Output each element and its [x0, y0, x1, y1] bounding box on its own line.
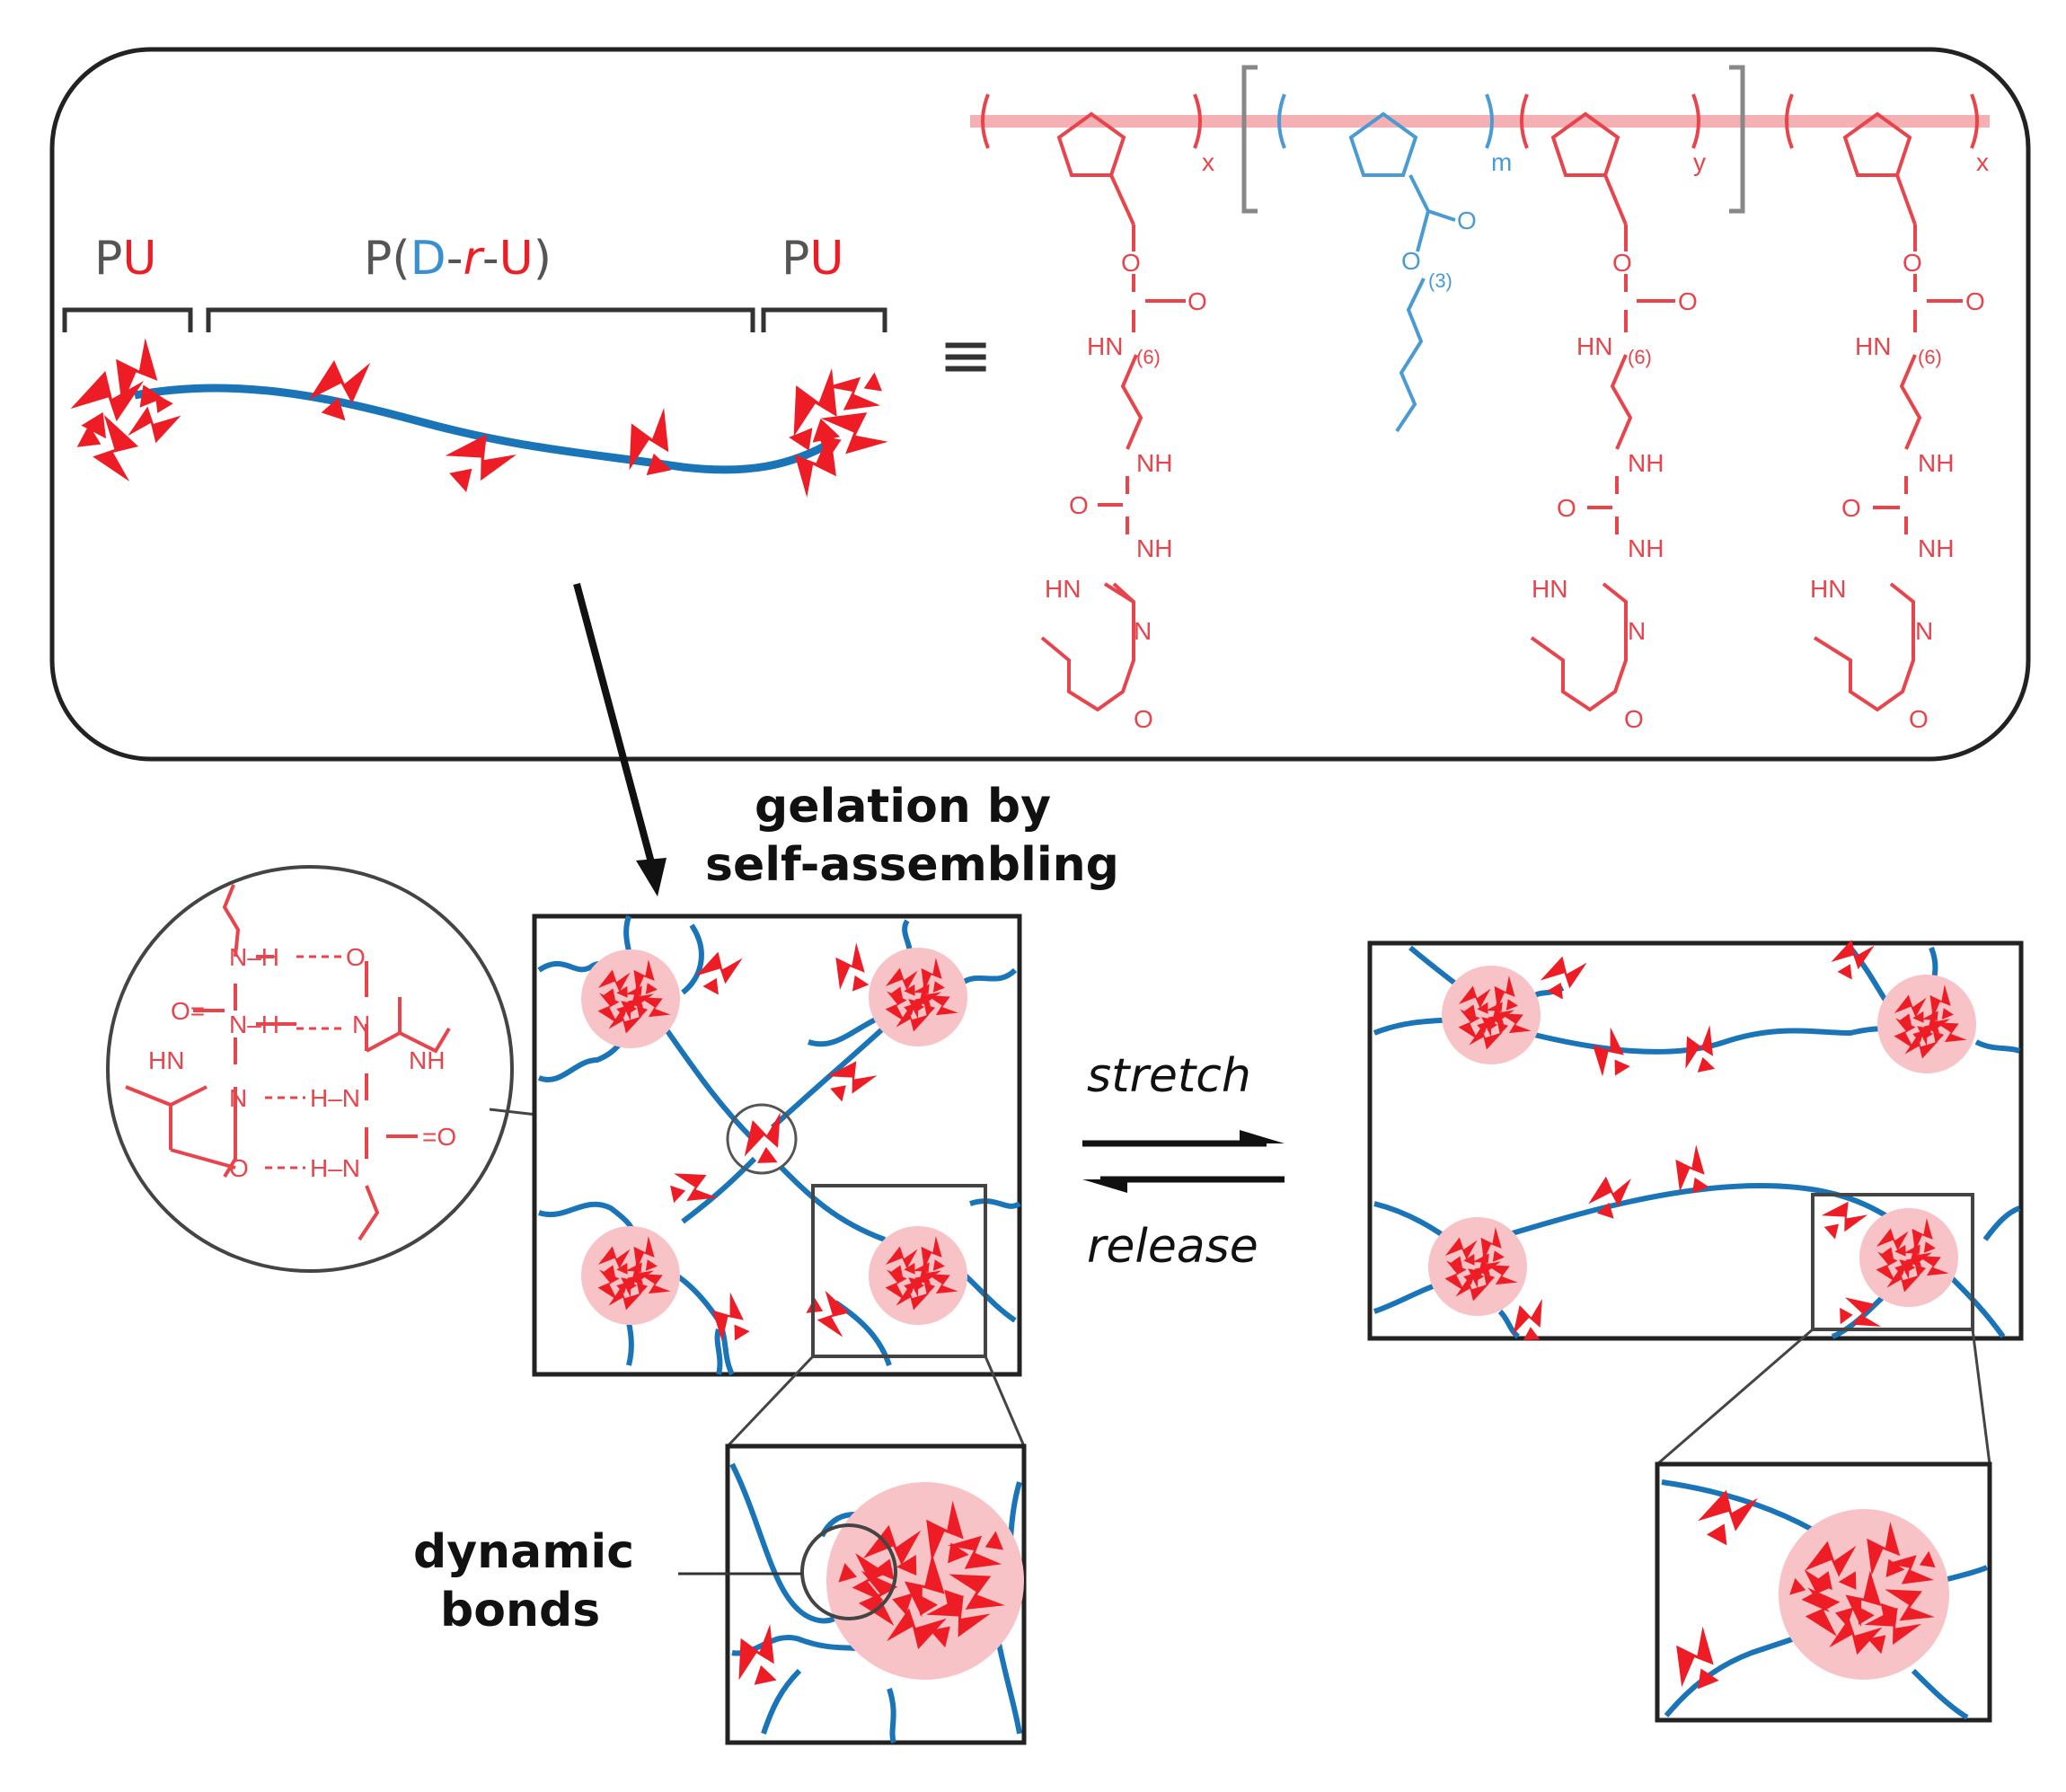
svg-text:O: O: [346, 943, 366, 971]
svg-text:m: m: [1491, 148, 1512, 176]
bracket-pu-right: [761, 307, 887, 332]
gelation-label-line2: self-assembling: [705, 838, 1119, 892]
stretched-network: [1367, 933, 2024, 1345]
svg-text:O: O: [1457, 207, 1477, 234]
svg-text:NH: NH: [1628, 534, 1664, 562]
svg-text:N: N: [1134, 617, 1152, 645]
svg-text:O: O: [1965, 287, 1985, 315]
chain-motif-1: [306, 353, 371, 424]
svg-text:x: x: [1202, 148, 1214, 176]
svg-text:N–H: N–H: [229, 943, 279, 971]
svg-text:HN: HN: [1855, 332, 1891, 360]
svg-text:O: O: [1909, 705, 1929, 733]
stretch-label: stretch: [1087, 1049, 1251, 1103]
polymer-chain: [134, 384, 838, 474]
gelation-label-line1: gelation by: [755, 780, 1051, 834]
svg-text:=O: =O: [422, 1123, 456, 1151]
svg-text:N: N: [229, 1084, 247, 1112]
top-panel-frame: [49, 47, 2031, 762]
svg-text:O: O: [1612, 249, 1632, 277]
svg-text:O: O: [1134, 705, 1153, 733]
svg-text:O: O: [1557, 494, 1576, 522]
svg-text:H–N: H–N: [310, 1154, 360, 1182]
svg-text:N: N: [1628, 617, 1646, 645]
svg-text:O: O: [1624, 705, 1644, 733]
svg-text:NH: NH: [1136, 534, 1172, 562]
dynamic-label-line2: bonds: [440, 1584, 600, 1638]
svg-text:O: O: [1678, 287, 1698, 315]
svg-text:O: O: [1841, 494, 1861, 522]
svg-text:H–N: H–N: [310, 1084, 360, 1112]
dynamic-label-line1: dynamic: [413, 1525, 634, 1579]
equivalence-symbol: ≡: [939, 317, 993, 393]
stretch-arrow: [1082, 1130, 1285, 1147]
svg-text:NH: NH: [1918, 449, 1954, 477]
svg-text:O: O: [1121, 249, 1141, 277]
svg-text:N–H: N–H: [229, 1011, 279, 1038]
zoom-inset-relaxed: [724, 1443, 1027, 1745]
svg-text:NH: NH: [1136, 449, 1172, 477]
svg-text:(6): (6): [1628, 346, 1652, 368]
chain-motif-3: [613, 407, 685, 484]
svg-text:(3): (3): [1428, 269, 1452, 292]
svg-text:(6): (6): [1136, 346, 1161, 368]
svg-text:y: y: [1693, 148, 1706, 176]
zoom-inset-stretched: [1655, 1461, 1992, 1723]
pu-left-label: PU: [94, 232, 156, 286]
hbond-inset: N–H O O= N–H N HN NH N H–N =O O H–N: [106, 865, 514, 1273]
bracket-pu-left: [62, 307, 193, 332]
svg-text:HN: HN: [1810, 575, 1846, 603]
gelation-arrow: [573, 582, 667, 896]
svg-text:NH: NH: [1628, 449, 1664, 477]
svg-text:NH: NH: [1918, 534, 1954, 562]
end-cluster-left: [65, 338, 185, 482]
svg-text:O=: O=: [171, 997, 205, 1025]
zoom-line-right-a: [1656, 1328, 1814, 1466]
svg-text:HN: HN: [1532, 575, 1567, 603]
zoom-line-left-b: [984, 1355, 1026, 1447]
zoom-line-right-b: [1971, 1329, 1991, 1465]
bracket-middle: [206, 307, 755, 332]
end-cluster-right: [776, 362, 891, 498]
svg-text:O: O: [1903, 249, 1922, 277]
chemical-structure: x O O HN (6) NH O NH HN N O m O O (3): [970, 65, 1990, 733]
svg-text:O: O: [1188, 287, 1207, 315]
svg-text:HN: HN: [1576, 332, 1612, 360]
svg-text:(6): (6): [1918, 346, 1942, 368]
svg-text:NH: NH: [409, 1046, 445, 1074]
svg-text:O: O: [229, 1154, 249, 1182]
svg-text:O: O: [1401, 247, 1421, 275]
svg-text:HN: HN: [1087, 332, 1123, 360]
p-d-r-u-label: P(D-r-U): [364, 232, 552, 286]
svg-text:O: O: [1069, 491, 1089, 519]
svg-text:N: N: [352, 1011, 370, 1038]
release-label: release: [1087, 1220, 1258, 1274]
svg-text:HN: HN: [148, 1046, 184, 1074]
pu-right-label: PU: [781, 232, 843, 286]
relaxed-network: [532, 914, 1022, 1377]
svg-text:x: x: [1976, 148, 1989, 176]
svg-text:HN: HN: [1045, 575, 1081, 603]
zoom-line-left-a: [726, 1355, 815, 1448]
release-arrow: [1082, 1176, 1285, 1193]
svg-text:N: N: [1915, 617, 1933, 645]
